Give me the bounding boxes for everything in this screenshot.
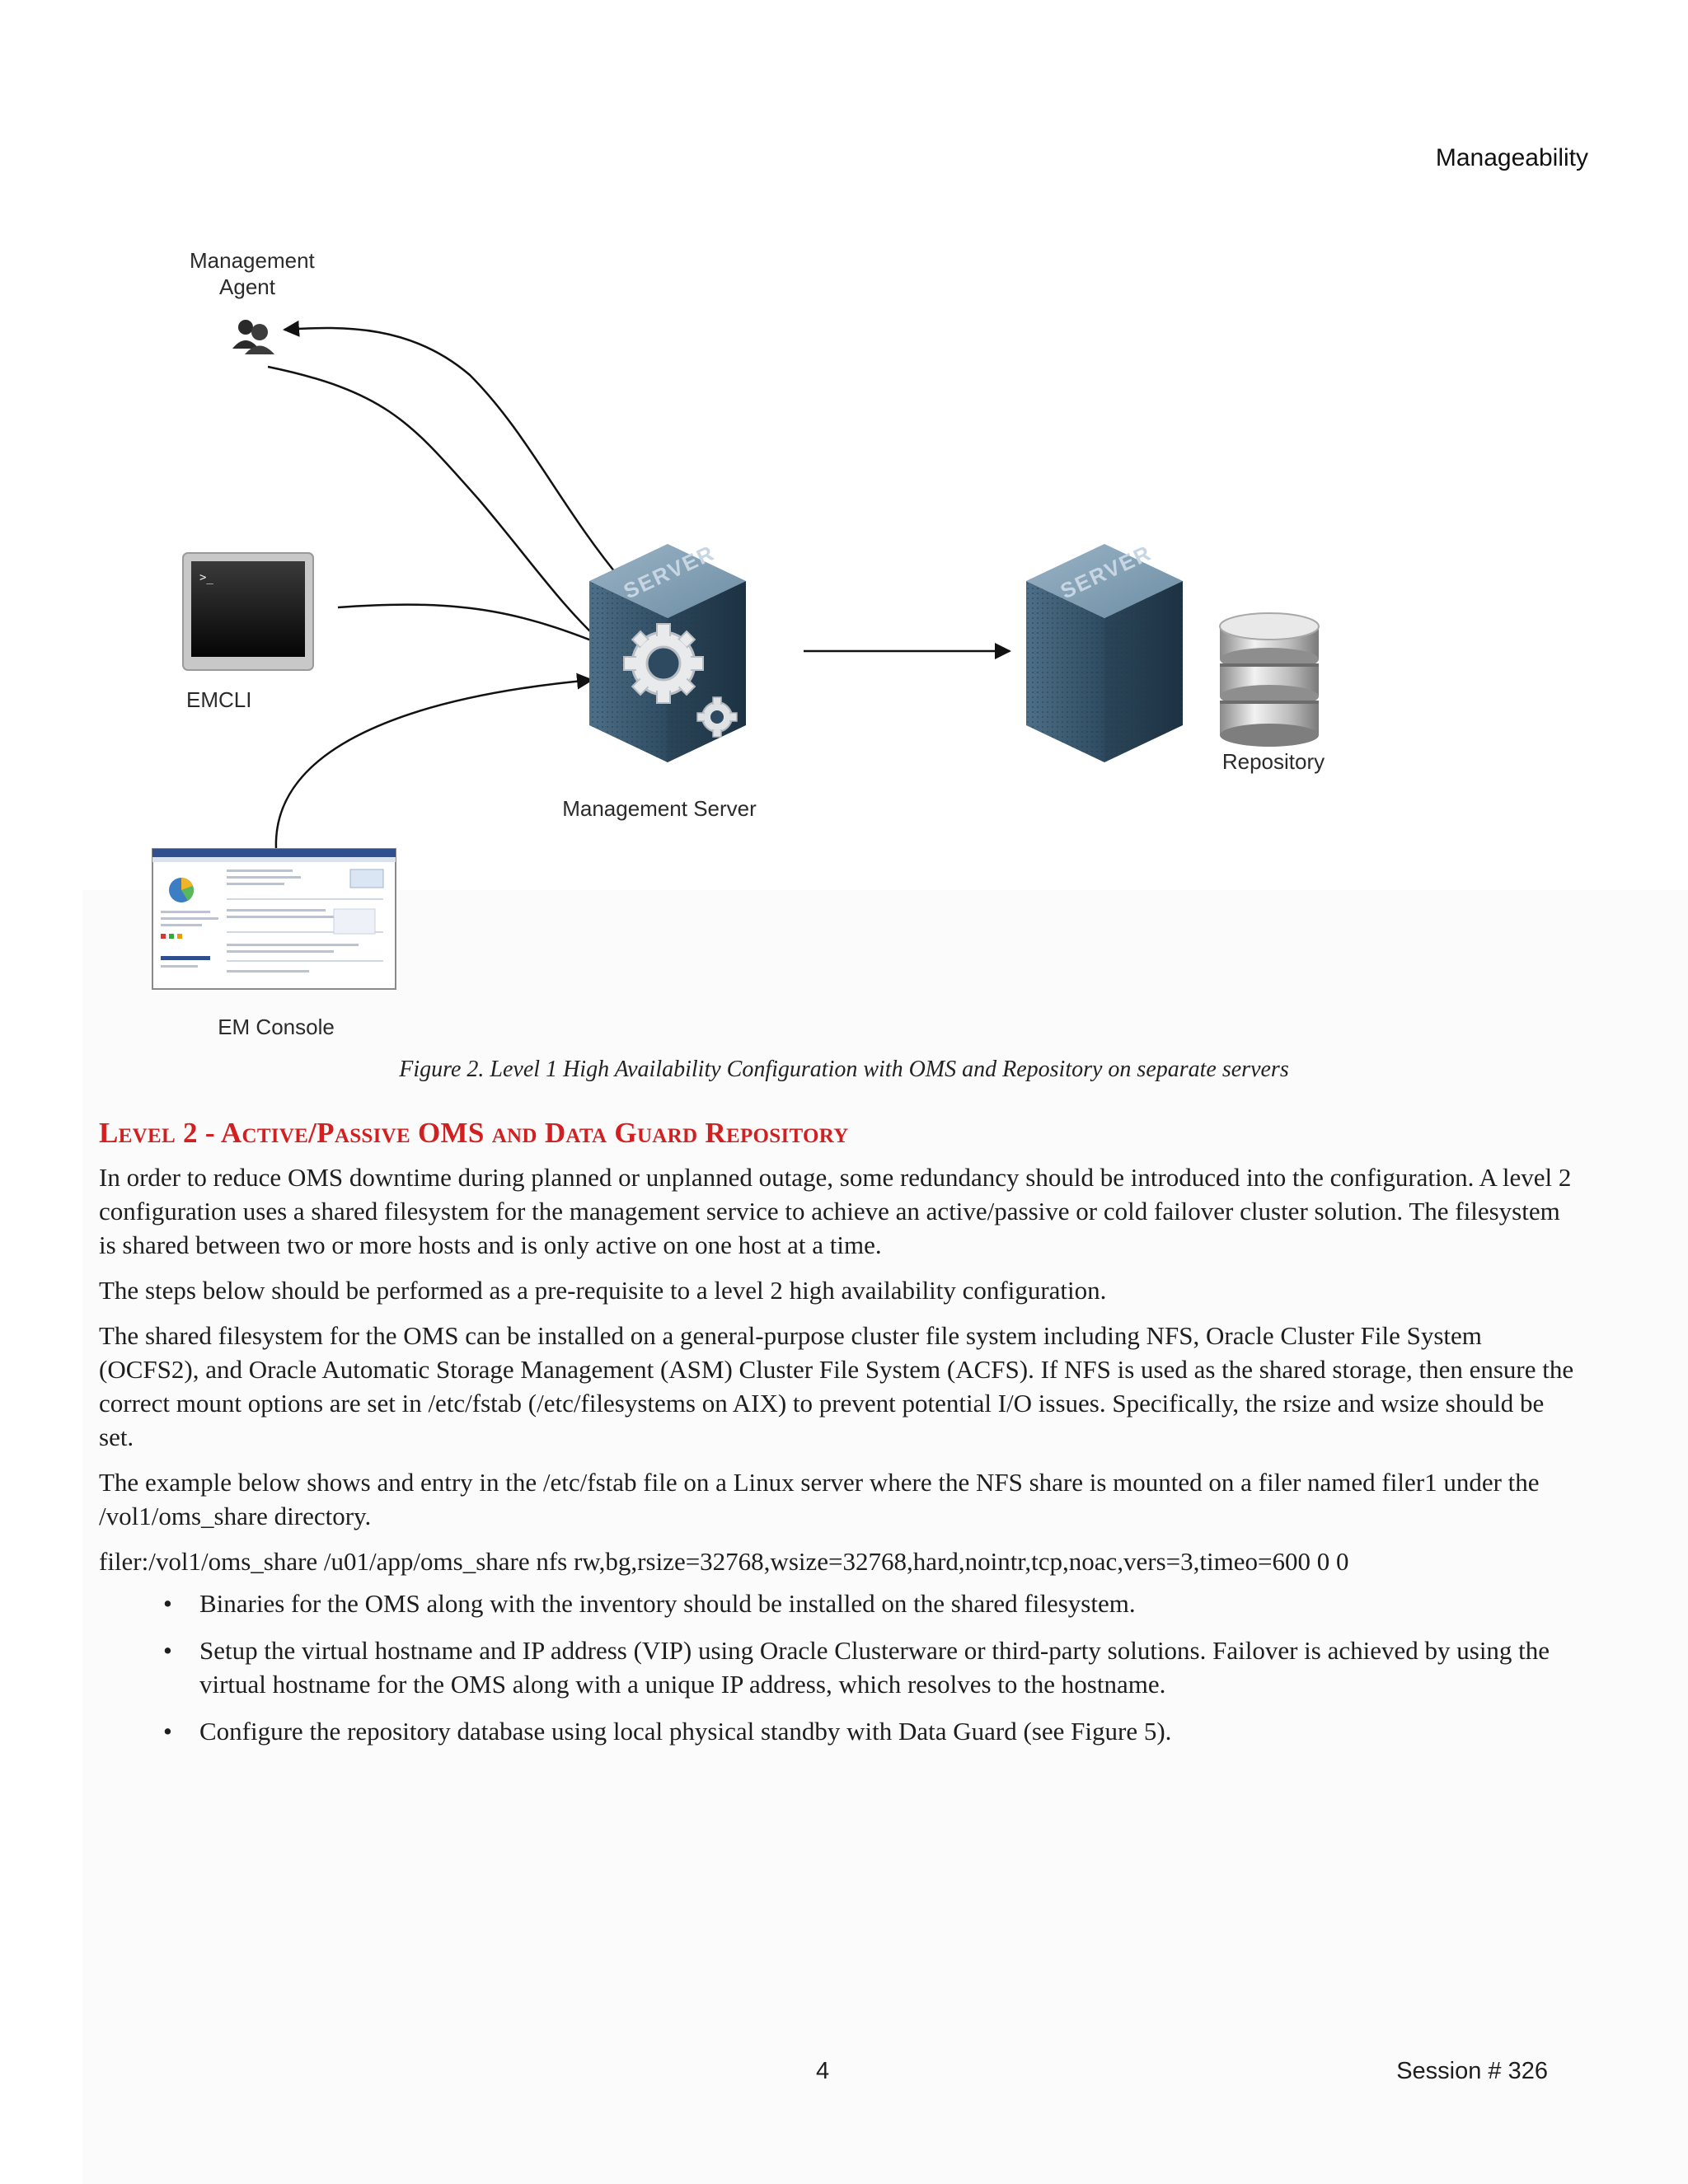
emcli-label: EMCLI (186, 687, 252, 712)
gear-icon (623, 623, 704, 704)
list-item: • Setup the virtual hostname and IP addre… (99, 1633, 1582, 1701)
page-number: 4 (816, 2058, 830, 2084)
management-server-label: Management Server (562, 796, 757, 821)
paragraph: The example below shows and entry in the… (99, 1468, 1540, 1530)
bullet-list: • Binaries for the OMS along with the inv… (99, 1586, 1582, 1748)
bullet-icon: • (163, 1717, 172, 1746)
terminal-prompt: >_ (199, 571, 213, 584)
list-item-text: Binaries for the OMS along with the inve… (199, 1589, 1136, 1618)
paragraph: In order to reduce OMS downtime during p… (99, 1163, 1572, 1259)
terminal-icon: >_ (182, 552, 314, 671)
users-icon (232, 320, 274, 354)
list-item: • Configure the repository database using… (99, 1714, 1582, 1748)
database-icon (1219, 612, 1320, 747)
server-to-agent-arrow (283, 320, 623, 582)
agent-to-server-arrow (267, 365, 608, 649)
em-console-label: EM Console (218, 1015, 335, 1039)
session-number: Session # 326 (1396, 2058, 1548, 2084)
page-background (82, 890, 1688, 2184)
list-item-text: Setup the virtual hostname and IP addres… (199, 1636, 1550, 1699)
management-server-icon: SERVER (589, 540, 746, 762)
console-to-server-arrow (274, 673, 593, 850)
fstab-entry: filer:/vol1/oms_share /u01/app/oms_share… (99, 1547, 1349, 1576)
em-console-screenshot-icon (152, 848, 396, 990)
management-agent-label: Management Agent (190, 248, 315, 299)
small-gear-icon (696, 696, 738, 738)
bullet-icon: • (163, 1636, 172, 1665)
figure-caption: Figure 2. Level 1 High Availability Conf… (399, 1057, 1289, 1082)
emcli-to-server-arrow (337, 603, 620, 654)
paragraph: The shared filesystem for the OMS can be… (99, 1321, 1574, 1451)
list-item: • Binaries for the OMS along with the inv… (99, 1586, 1582, 1620)
running-header: Manageability (1435, 144, 1588, 171)
repository-label: Repository (1221, 749, 1325, 774)
architecture-diagram: >_ (140, 235, 1360, 1047)
bullet-icon: • (163, 1589, 172, 1618)
list-item-text: Configure the repository database using … (199, 1717, 1172, 1746)
repository-server-icon: SERVER (1026, 540, 1183, 762)
body-text: In order to reduce OMS downtime during p… (99, 1160, 1582, 1761)
paragraph: The steps below should be performed as a… (99, 1276, 1107, 1305)
section-heading: Level 2 - Active/Passive OMS and Data Gu… (99, 1117, 849, 1149)
